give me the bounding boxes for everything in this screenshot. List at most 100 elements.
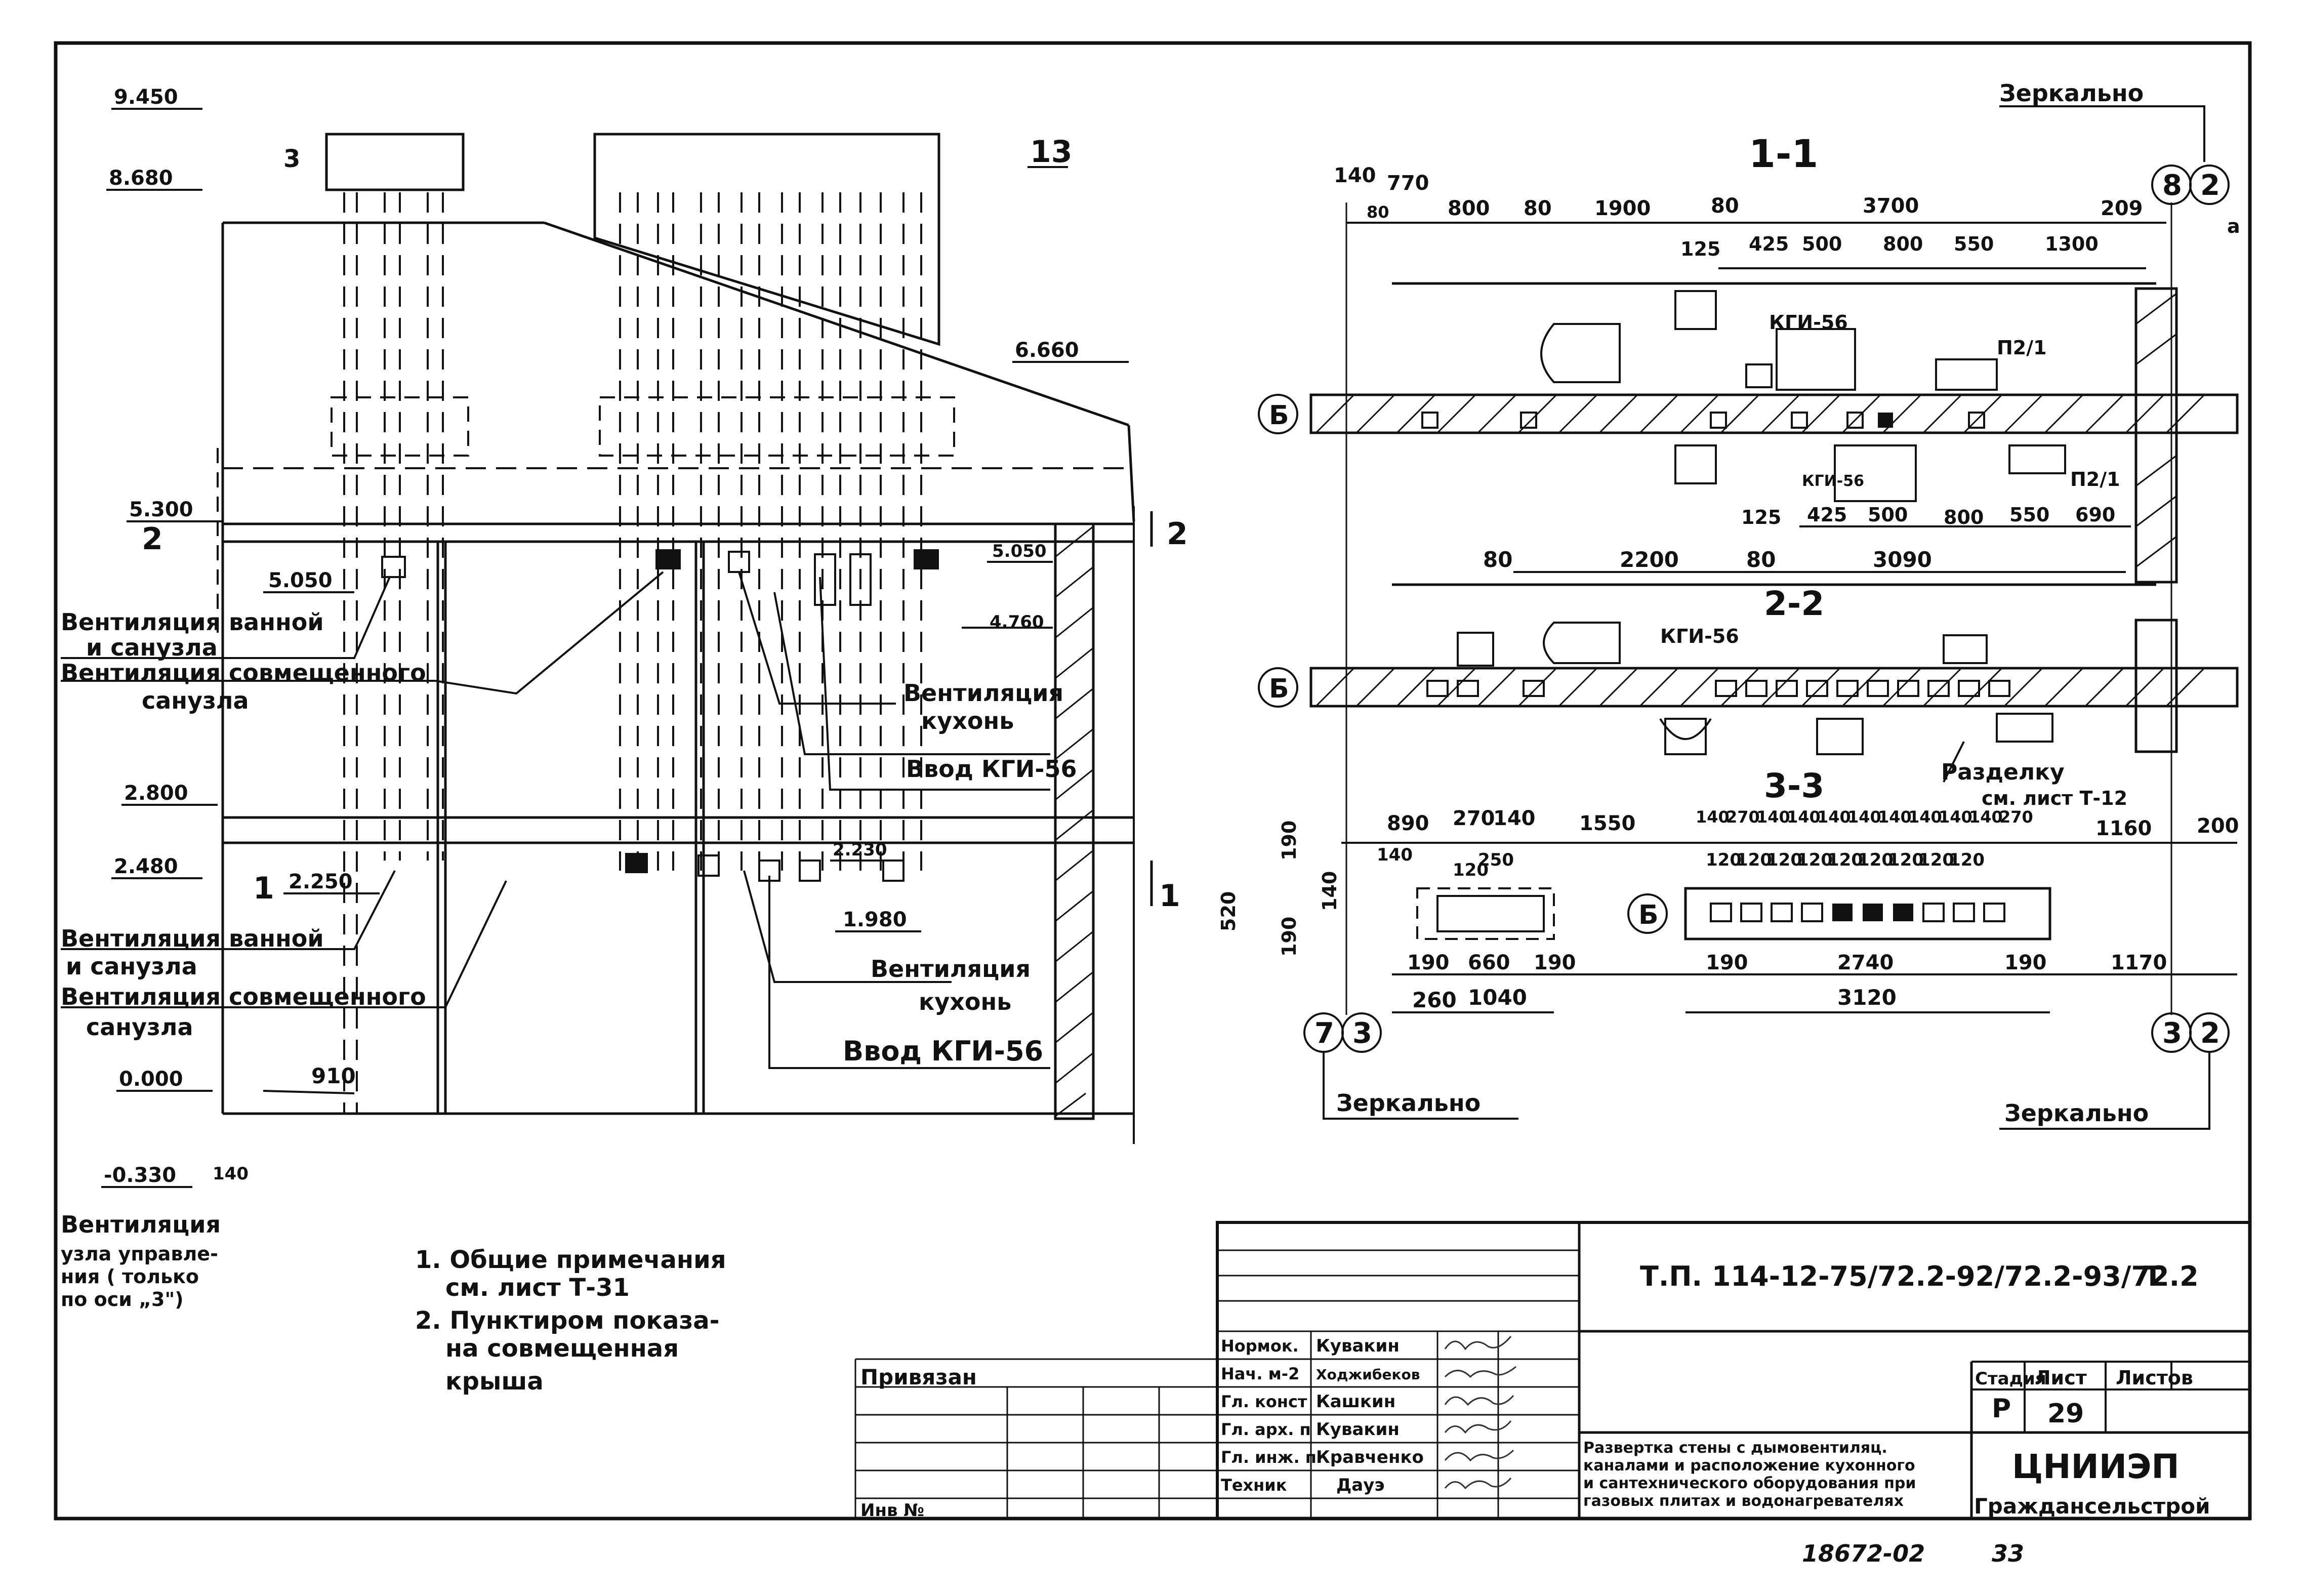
dim-text: 120 bbox=[1918, 850, 1954, 870]
dim-text: 80 bbox=[1524, 197, 1552, 220]
dim-text: 120 bbox=[1797, 850, 1833, 870]
label-vent-node-a: Вентиляция bbox=[61, 1211, 221, 1238]
dim-text: 140 bbox=[1969, 807, 2003, 827]
wall-section-1-1 bbox=[1309, 393, 2239, 434]
label-input-kgi-2: Ввод КГИ-56 bbox=[843, 1035, 1043, 1067]
dim-text: 140 bbox=[1878, 807, 1912, 827]
dim-text: 3120 bbox=[1837, 985, 1897, 1010]
level-minus-0330: -0.330 bbox=[104, 1164, 176, 1187]
section-mark-2-right: 2 bbox=[1167, 516, 1188, 552]
axis-2-marker-bottom bbox=[2189, 1012, 2230, 1053]
role-4: Гл. арх. п bbox=[1221, 1420, 1311, 1439]
dim-text: 140 bbox=[1756, 807, 1790, 827]
dim-text: 120 bbox=[1736, 850, 1772, 870]
dim-text: 550 bbox=[2009, 504, 2049, 526]
label-vent-bath-1b: и санузла bbox=[86, 634, 218, 661]
axis-7-label: 7 bbox=[1314, 1017, 1334, 1050]
name-2: Ходжибеков bbox=[1316, 1366, 1420, 1383]
chimney-plan-large bbox=[1684, 887, 2051, 940]
dim-text: 120 bbox=[1706, 850, 1742, 870]
sheet-value: 29 bbox=[2047, 1399, 2084, 1429]
dim-text: 270 bbox=[1453, 807, 1495, 830]
dim-text: 140 bbox=[1377, 845, 1413, 865]
dim-text: 140 bbox=[1908, 807, 1942, 827]
axis-b-marker-2 bbox=[1258, 667, 1298, 708]
note-line-5: крыша bbox=[445, 1367, 544, 1396]
dims-3-3-top: 890 270 140 1550 140 270 140 140 140 140… bbox=[1387, 807, 2239, 840]
dim-text: 140 bbox=[1847, 807, 1881, 827]
dim-text: 260 bbox=[1412, 988, 1457, 1012]
axis-b-marker-3 bbox=[1627, 893, 1668, 934]
dim-140: 140 bbox=[213, 1164, 249, 1184]
section-mark-3: 3 bbox=[283, 145, 300, 173]
axis-8-label: 8 bbox=[2162, 169, 2182, 202]
axis-2-marker-top bbox=[2189, 165, 2230, 205]
axis-a-label: а bbox=[2227, 215, 2240, 237]
dim-text: 500 bbox=[1868, 504, 1908, 526]
chimney-head-right bbox=[593, 133, 940, 346]
dims-3-3-bottom-2: 260 1040 3120 bbox=[1412, 985, 1897, 1012]
label-vent-comb-1a: Вентиляция совмещенного bbox=[61, 659, 426, 686]
role-2: Нач. м-2 bbox=[1221, 1364, 1299, 1383]
level-5050-left: 5.050 bbox=[268, 569, 333, 592]
axis-b-label-3: Б bbox=[1638, 900, 1659, 930]
dim-text: 690 bbox=[2075, 504, 2115, 526]
dim-text: 425 bbox=[1749, 233, 1789, 255]
dim-text: 140 bbox=[1817, 807, 1851, 827]
label-vent-bath-1a: Вентиляция ванной bbox=[61, 608, 324, 636]
vent-ducts bbox=[343, 192, 922, 1114]
chimney-plan-small bbox=[1416, 887, 1555, 940]
level-1980: 1.980 bbox=[843, 908, 907, 931]
right-wall bbox=[1054, 522, 1095, 1120]
dim-text: 190 bbox=[2004, 951, 2047, 974]
label-vent-bath-2b: и санузла bbox=[66, 953, 197, 980]
dim-text: 120 bbox=[1827, 850, 1863, 870]
name-4: Кувакин bbox=[1316, 1419, 1400, 1440]
stage-value: Р bbox=[1992, 1394, 2011, 1424]
dim-text: 550 bbox=[1954, 233, 1994, 255]
title-line-1: Развертка стены с дымовентиляц. bbox=[1583, 1439, 1887, 1457]
axis-3-label-right: 3 bbox=[2162, 1017, 2182, 1050]
label-vent-kitchen-2a: Вентиляция bbox=[871, 955, 1031, 983]
label-p21-a: П2/1 bbox=[1997, 337, 2047, 359]
dim-text: 3090 bbox=[1873, 547, 1932, 572]
section-mark-13: 13 bbox=[1030, 134, 1073, 170]
dim-text: 250 bbox=[1478, 850, 1514, 870]
dim-text: 125 bbox=[1680, 238, 1720, 260]
label-p21-b: П2/1 bbox=[2070, 468, 2120, 490]
dim-text: 190 bbox=[1407, 951, 1450, 974]
general-notes: 1. Общие примечания см. лист Т-31 2. Пун… bbox=[415, 1246, 726, 1396]
dim-text: 425 bbox=[1807, 504, 1847, 526]
dim-text: 125 bbox=[1741, 506, 1781, 528]
note-line-1: 1. Общие примечания bbox=[415, 1246, 726, 1274]
dims-1-1-top: 140 770 80 800 80 1900 80 3700 209 bbox=[1334, 164, 2143, 222]
dims-3-3-bottom: 190 660 190 190 2740 190 1170 bbox=[1407, 951, 2167, 974]
dim-text: 800 bbox=[1944, 506, 1984, 528]
dim-text: 660 bbox=[1468, 951, 1510, 974]
label-input-kgi-1: Ввод КГИ-56 bbox=[906, 755, 1077, 783]
drawing-code-t: Т bbox=[2144, 1260, 2162, 1292]
elevation-labels: Вентиляция ванной и санузла Вентиляция с… bbox=[61, 608, 1077, 1311]
label-vent-comb-2b: санузла bbox=[86, 1013, 193, 1041]
dim-text: 140 bbox=[1787, 807, 1821, 827]
dim-text: 120 bbox=[1453, 860, 1489, 880]
stage-header: Стадия bbox=[1975, 1369, 2046, 1389]
fixtures-1-1 bbox=[1540, 290, 2066, 502]
dims-1-1-sub: 125 425 500 800 550 1300 bbox=[1680, 233, 2099, 260]
cross-wall-2-2 bbox=[2134, 619, 2178, 753]
title-line-2: каналами и расположение кухонного bbox=[1583, 1457, 1915, 1475]
dim-text: 3700 bbox=[1863, 194, 1919, 218]
dim-text: 1900 bbox=[1594, 197, 1651, 220]
dim-text: 140 bbox=[1319, 871, 1341, 911]
name-5: Кравченко bbox=[1316, 1447, 1424, 1467]
section-title-1-1: 1-1 bbox=[1749, 131, 1818, 176]
org-name-1: ЦНИИЭП bbox=[2012, 1447, 2180, 1486]
role-6: Техник bbox=[1221, 1476, 1287, 1495]
dims-1-1-bottom: 80 2200 80 3090 bbox=[1483, 547, 1932, 572]
label-razdelku-b: см. лист Т-12 bbox=[1982, 787, 2127, 809]
axis-3-marker-left bbox=[1341, 1012, 1382, 1053]
dim-text: 1550 bbox=[1579, 812, 1635, 835]
dim-text: 80 bbox=[1746, 547, 1776, 572]
dims-1-1-mid: 125 425 500 800 550 690 bbox=[1741, 504, 2115, 528]
